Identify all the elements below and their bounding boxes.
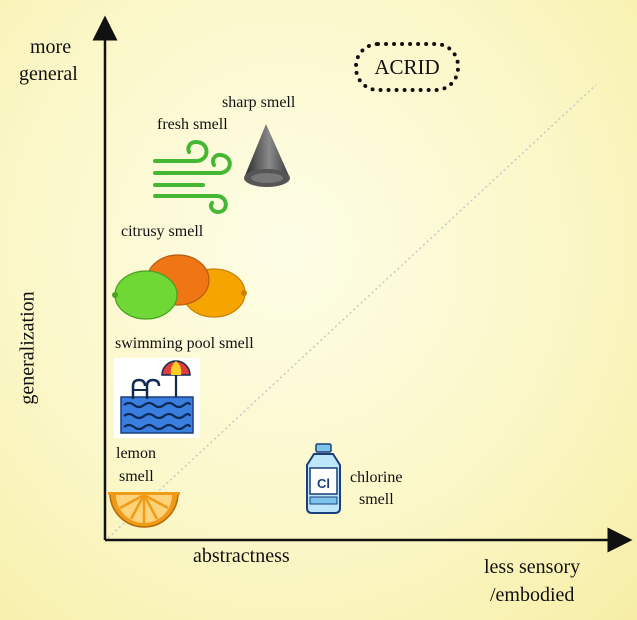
wind-icon	[153, 139, 232, 215]
cone-icon	[244, 124, 290, 187]
citrus-fruits-icon	[112, 254, 247, 320]
y-axis-title: generalization	[16, 291, 39, 405]
label-lemon-line2: smell	[119, 468, 154, 485]
acrid-badge: ACRID	[354, 42, 460, 92]
label-sharp-smell: sharp smell	[222, 94, 296, 111]
label-chlorine-line1: chlorine	[350, 469, 403, 486]
label-chlorine-line2: smell	[359, 491, 394, 508]
label-fresh-smell: fresh smell	[157, 116, 228, 133]
orange-slice-icon	[108, 492, 180, 528]
diagonal-dotted-line	[107, 84, 597, 539]
label-citrusy-smell: citrusy smell	[121, 223, 204, 240]
chlorine-bottle-icon: Cl	[306, 443, 341, 514]
x-right-label-line1: less sensory	[484, 556, 581, 578]
chlorine-symbol: Cl	[317, 476, 330, 491]
swimming-pool-icon	[114, 358, 200, 438]
x-right-label-line2: /embodied	[490, 584, 575, 606]
label-swimming-pool-smell: swimming pool smell	[115, 335, 254, 352]
y-top-label-line1: more	[30, 36, 72, 58]
label-lemon-line1: lemon	[116, 445, 156, 462]
y-top-label-line2: general	[19, 63, 78, 85]
x-axis-title: abstractness	[193, 545, 290, 567]
